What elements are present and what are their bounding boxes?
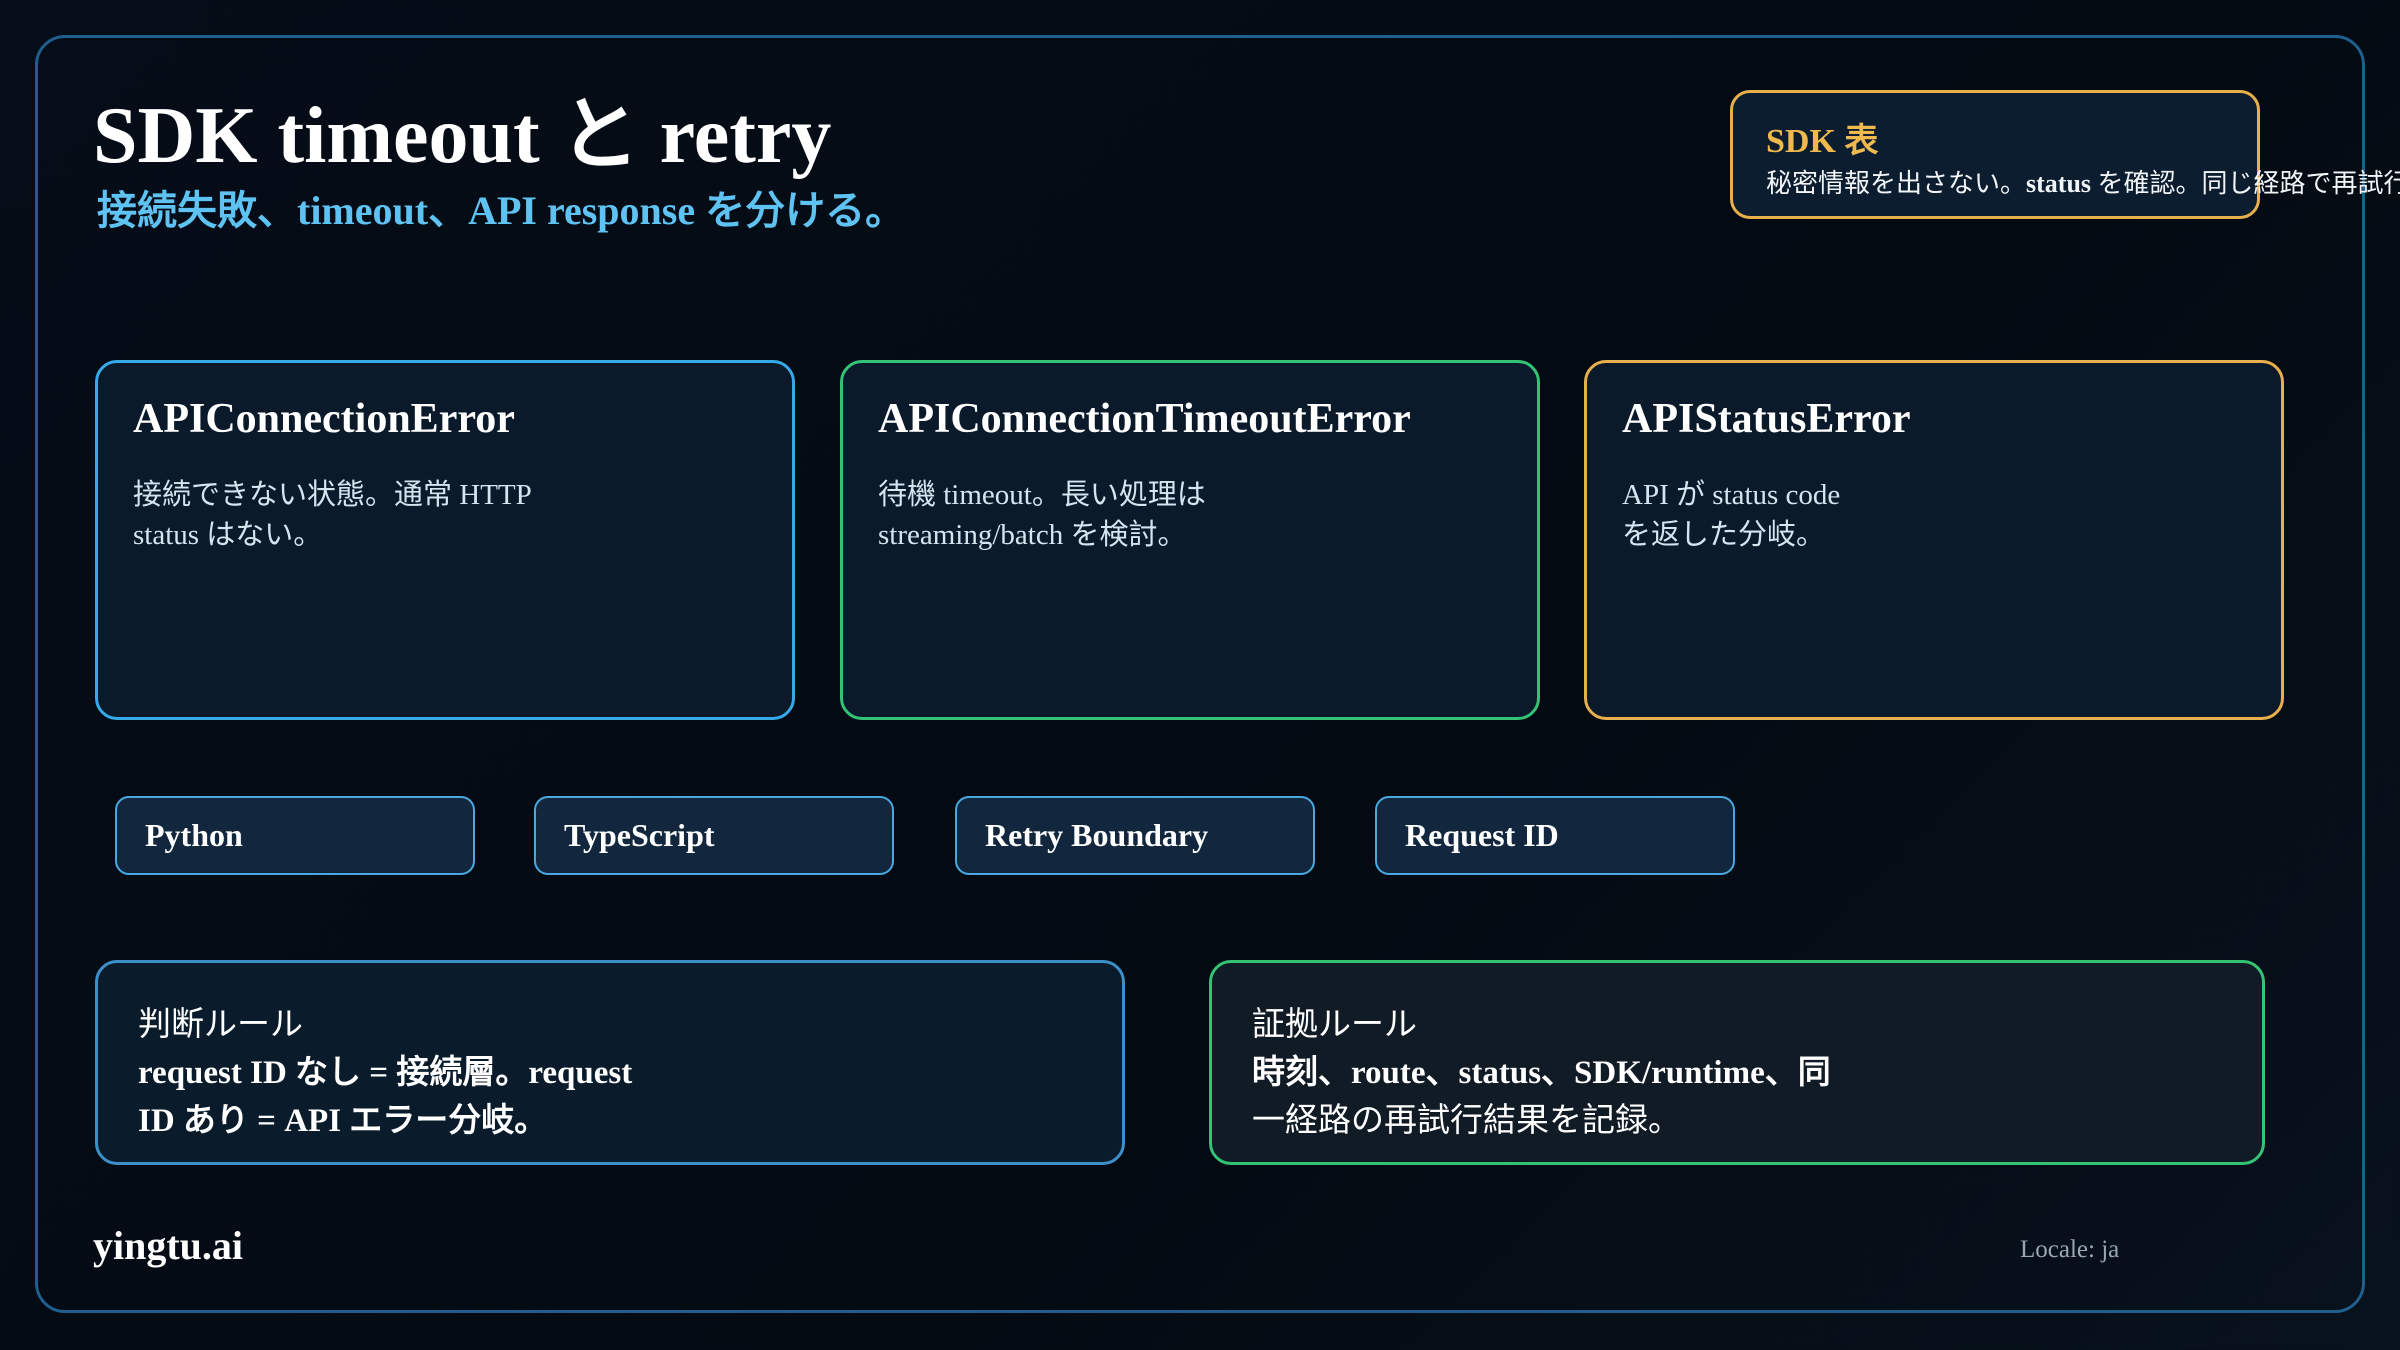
rule-box-judgement: 判断ルール request ID なし = 接続層。request ID あり … xyxy=(95,960,1125,1165)
locale-label: Locale: ja xyxy=(2020,1236,2120,1263)
rule-line: 一経路の再試行結果を記録。 xyxy=(1252,1103,1681,1139)
rule-title: 証拠ルール xyxy=(1252,1007,1417,1043)
chip-typescript: TypeScript xyxy=(534,796,894,875)
card-body: API が status code を返した分岐。 xyxy=(1622,479,1841,551)
card-api-connection-error: APIConnectionError 接続できない状態。通常 HTTP stat… xyxy=(95,360,795,720)
rule-title: 判断ルール xyxy=(138,1007,303,1043)
rule-line: ID あり = API エラー分岐。 xyxy=(138,1103,548,1139)
card-title: APIConnectionError xyxy=(133,396,515,442)
card-title: APIStatusError xyxy=(1622,396,1911,442)
sdk-note-text: 秘密情報を出さない。 xyxy=(1766,169,2027,198)
slide-frame xyxy=(35,35,2365,1313)
sdk-note-bold: status xyxy=(2026,169,2092,198)
card-body: 待機 timeout。長い処理は streaming/batch を検討。 xyxy=(878,479,1206,551)
sdk-note-title: SDK 表 xyxy=(1766,123,1879,160)
card-api-status-error: APIStatusError API が status code を返した分岐。 xyxy=(1584,360,2284,720)
chip-python: Python xyxy=(115,796,475,875)
sdk-note-text-2: を確認。同じ経路で再試行 xyxy=(2091,169,2400,198)
page-subtitle: 接続失敗、timeout、API response を分ける。 xyxy=(97,188,906,233)
rule-box-evidence: 証拠ルール 時刻、route、status、SDK/runtime、同 一経路の… xyxy=(1209,960,2265,1165)
sdk-note-box: SDK 表 秘密情報を出さない。status を確認。同じ経路で再試行 xyxy=(1730,90,2400,219)
page-title: SDK timeout と retry xyxy=(93,92,832,180)
chip-request-id: Request ID xyxy=(1375,796,1735,875)
rule-line: 時刻、route、status、SDK/runtime、同 xyxy=(1252,1055,1831,1091)
card-title: APIConnectionTimeoutError xyxy=(878,396,1411,442)
card-body: 接続できない状態。通常 HTTP status はない。 xyxy=(133,479,531,551)
brand-logo-text: yingtu.ai xyxy=(93,1223,244,1268)
chip-retry-boundary: Retry Boundary xyxy=(955,796,1315,875)
card-api-connection-timeout-error: APIConnectionTimeoutError 待機 timeout。長い処… xyxy=(840,360,1540,720)
sdk-note-body: 秘密情報を出さない。status を確認。同じ経路で再試行 xyxy=(1766,163,2400,200)
rule-line: request ID なし = 接続層。request xyxy=(138,1055,633,1091)
